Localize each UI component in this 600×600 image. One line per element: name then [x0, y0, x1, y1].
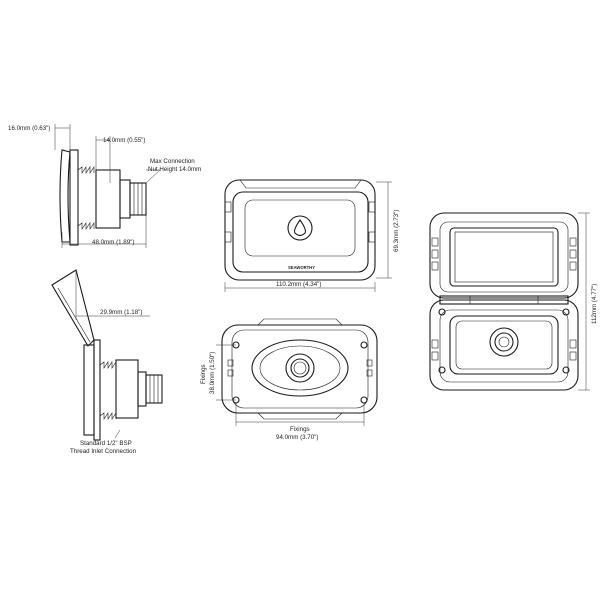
bsp-label-line2: Thread Inlet Connection: [70, 448, 137, 455]
side-view-open: [51, 269, 163, 441]
open-side-dim: 29.9mm (1.18"): [100, 309, 142, 316]
front-width-dim: 110.2mm (4.34"): [276, 281, 321, 288]
front-view-closed: [224, 179, 392, 292]
side-flange-dim: 14.0mm (0.55"): [103, 137, 145, 144]
open-height-dim: 112mm (4.77"): [591, 284, 598, 324]
brand-label: SEAWORTHY: [288, 265, 315, 270]
side-length-dim: 48.0mm (1.89"): [92, 239, 134, 246]
water-drop-icon: [287, 215, 313, 241]
bsp-label-line1: Standard 1/2" BSP: [80, 440, 132, 447]
fixings-h-value: 94.0mm (3.70"): [276, 434, 318, 441]
front-height-dim: 69.3mm (2.73"): [393, 210, 400, 252]
fixings-h-label: Fixings: [290, 426, 310, 433]
nut-label-line2: Nut Height 14.0mm: [148, 166, 201, 173]
fixings-v-value: 38.0mm (1.50"): [209, 352, 216, 394]
rear-view: [216, 318, 378, 426]
side-view-closed: [54, 124, 161, 248]
side-depth-dim: 16.0mm (0.63"): [8, 125, 50, 132]
nut-label-line1: Max Connection: [150, 158, 195, 165]
fixings-v-label: Fixings: [200, 364, 207, 384]
open-front-view: [429, 212, 590, 391]
